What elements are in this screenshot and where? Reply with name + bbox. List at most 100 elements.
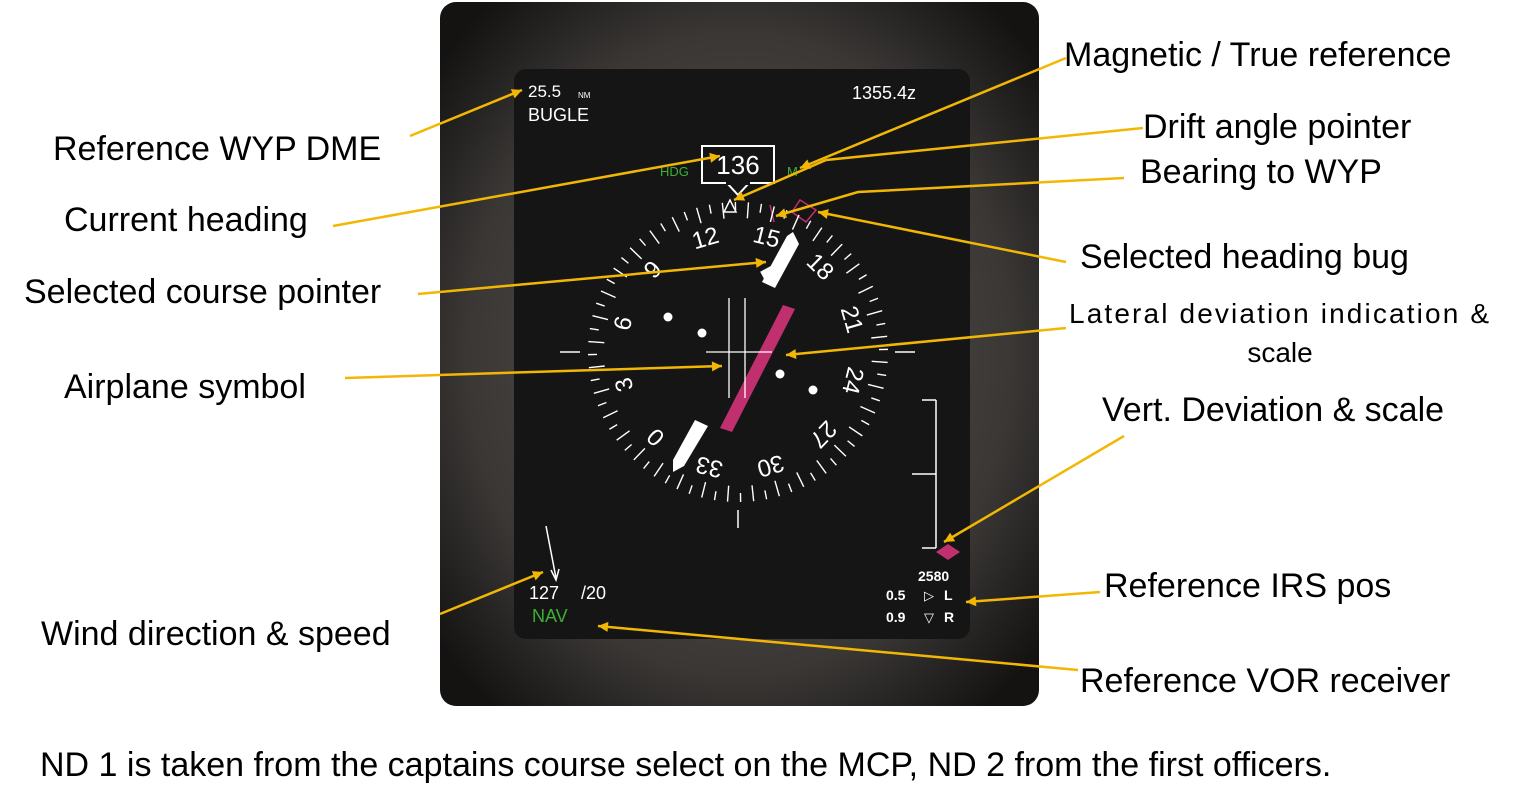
- compass-tick: [830, 243, 843, 257]
- compass-tick: [871, 397, 881, 402]
- callout-arrowheads: [510, 89, 977, 632]
- callout-line-bearing: [775, 176, 1125, 218]
- compass-tick: [593, 388, 610, 395]
- compass-tick: [616, 430, 631, 441]
- compass-tick: [588, 365, 605, 369]
- dme-unit: NM: [578, 91, 591, 100]
- compass-label: 6: [609, 314, 638, 333]
- callout-line-current-heading: [332, 154, 721, 228]
- compass-tick: [826, 234, 833, 243]
- callout-line-lateral-dev: [785, 326, 1067, 357]
- callout-arrowhead: [800, 159, 812, 169]
- vertical-deviation-pointer: [936, 544, 960, 560]
- callout-lines: [332, 56, 1144, 672]
- callout-arrowhead: [755, 257, 766, 268]
- compass-tick: [746, 202, 750, 219]
- compass-tick: [796, 472, 805, 488]
- compass-tick: [867, 383, 884, 389]
- callout-line-drift: [733, 126, 1144, 202]
- compass-tick: [629, 247, 643, 260]
- compass-label: 15: [750, 221, 782, 254]
- compass-tick: [592, 315, 609, 321]
- compass-tick: [759, 203, 763, 213]
- course-pointer-crossbar: [760, 263, 780, 279]
- irs-2-arrow-icon: ▽: [924, 610, 934, 625]
- display-screen: [514, 69, 970, 639]
- compass-tick: [660, 223, 666, 232]
- compass-tick: [843, 253, 852, 261]
- callout-line-vert-dev: [943, 434, 1125, 544]
- compass-tick: [810, 472, 816, 481]
- compass-tick: [871, 335, 888, 339]
- callout-line-ref-wyp-dme: [409, 88, 523, 138]
- compass-tick: [653, 462, 664, 477]
- callout-arrowhead: [598, 621, 609, 632]
- heading-box: [701, 145, 775, 184]
- selected-course-pointer-tail: [673, 420, 708, 472]
- compass-tick: [708, 204, 712, 214]
- callout-line-wind: [439, 570, 544, 616]
- compass-tick: [620, 257, 629, 264]
- selected-heading-bug: [790, 198, 818, 224]
- label-vert-dev: Vert. Deviation & scale: [1102, 391, 1444, 429]
- compass-tick: [877, 373, 887, 377]
- callout-arrowhead: [510, 89, 522, 99]
- label-selected-course-pointer: Selected course pointer: [24, 273, 381, 311]
- compass-tick: [602, 410, 618, 419]
- deviation-dot: [697, 328, 707, 338]
- wind-direction: 127: [529, 583, 559, 603]
- waypoint-name: BUGLE: [528, 105, 589, 125]
- compass-tick: [597, 401, 607, 407]
- callout-line-mag-true: [799, 56, 1067, 170]
- compass-tick: [595, 302, 605, 307]
- compass-tick: [847, 440, 856, 447]
- callout-arrowhead: [786, 349, 797, 360]
- label-airplane-symbol: Airplane symbol: [64, 368, 306, 406]
- caption: ND 1 is taken from the captains course s…: [40, 746, 1331, 784]
- compass-tick: [624, 443, 633, 451]
- compass-tick: [701, 481, 707, 498]
- compass-label: 33: [693, 450, 725, 483]
- compass-tick: [726, 485, 730, 502]
- dme-value: 25.5: [528, 82, 561, 101]
- callout-line-selected-course: [417, 260, 767, 296]
- hdg-label: HDG: [660, 164, 689, 179]
- lateral-deviation-bar: [720, 305, 795, 432]
- compass-tick: [858, 274, 867, 280]
- compass-tick: [860, 405, 876, 414]
- callout-line-irs: [965, 590, 1101, 604]
- deviation-dot: [775, 369, 785, 379]
- heading-value: 136: [716, 150, 759, 180]
- compass-tick: [805, 220, 812, 230]
- compass-tick: [751, 485, 755, 502]
- compass-tick: [671, 216, 680, 232]
- compass-tick: [816, 459, 827, 474]
- compass-tick: [812, 227, 823, 242]
- label-mag-true: Magnetic / True reference: [1064, 36, 1451, 74]
- callout-arrowhead: [966, 596, 977, 607]
- compass-tick: [774, 480, 781, 497]
- irs-2-side: R: [944, 609, 954, 625]
- label-vor-receiver: Reference VOR receiver: [1080, 662, 1450, 700]
- compass-tick: [695, 207, 702, 224]
- time-readout: 1355.4z: [852, 83, 916, 103]
- compass-tick: [590, 378, 600, 382]
- callout-arrowhead: [944, 532, 956, 542]
- compass-tick: [606, 278, 616, 285]
- compass-tick: [848, 426, 863, 437]
- label-drift-angle: Drift angle pointer: [1143, 108, 1411, 146]
- vertical-deviation-scale: [912, 399, 937, 549]
- compass-tick: [860, 419, 870, 426]
- irs-1-value: 0.5: [886, 587, 906, 603]
- irs-2-value: 0.9: [886, 609, 906, 625]
- compass-tick: [589, 327, 599, 331]
- callout-arrowhead: [531, 571, 543, 581]
- deviation-dot: [663, 312, 673, 322]
- compass-tick: [787, 483, 793, 493]
- compass-tick: [871, 360, 888, 364]
- label-current-heading: Current heading: [64, 201, 308, 239]
- compass-tick: [829, 457, 837, 466]
- compass-tick: [588, 340, 605, 344]
- compass-tick: [688, 485, 693, 495]
